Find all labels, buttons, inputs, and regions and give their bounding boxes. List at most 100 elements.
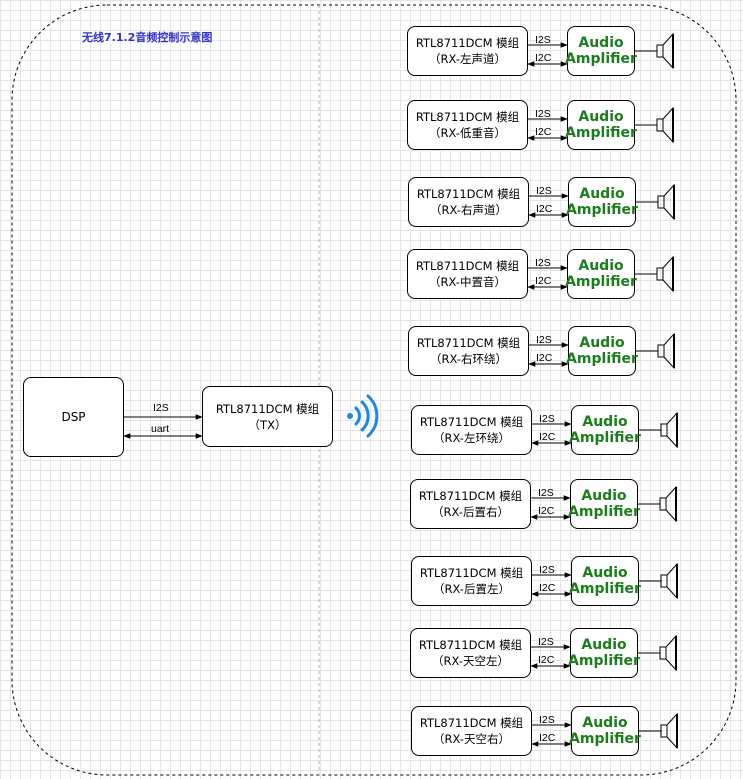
rx-channel-label: （RX-天空右） [433,732,510,746]
rx-module: RTL8711DCM 模组 （RX-左声道） [407,26,528,76]
rx-module-name: RTL8711DCM 模组 [418,638,523,652]
rx-channel-label: （RX-左声道） [429,52,506,66]
rx-channel-label: （RX-后置右） [432,505,509,519]
rx-i2c-label: I2C [535,52,552,64]
amplifier-label-line1: Audio [582,565,628,581]
rx-channel-label: （RX-后置左） [433,582,510,596]
rx-module-name: RTL8711DCM 模组 [419,716,524,730]
rx-i2s-label: I2S [535,108,551,120]
rx-module-name: RTL8711DCM 模组 [419,566,524,580]
amplifier-label-line1: Audio [581,637,627,653]
rx-i2s-label: I2S [538,487,554,499]
rx-module-name: RTL8711DCM 模组 [415,36,520,50]
wifi-signal-icon [347,394,379,438]
rx-i2s-label: I2S [535,34,551,46]
amplifier-label-line2: Amplifier [569,731,641,747]
dsp-block: DSP [23,377,124,457]
rx-i2c-label: I2C [539,732,556,744]
speaker-icon [635,255,674,293]
rx-i2s-label: I2S [538,636,554,648]
rx-i2c-label: I2C [539,582,556,594]
speaker-icon [638,634,677,672]
amplifier-label-line2: Amplifier [568,504,640,520]
rx-module-name: RTL8711DCM 模组 [419,415,524,429]
rx-module-name: RTL8711DCM 模组 [415,110,520,124]
amplifier-label-line2: Amplifier [565,125,637,141]
speaker-icon [636,183,675,221]
speaker-icon [638,485,677,523]
amplifier-label-line1: Audio [582,414,628,430]
rx-module: RTL8711DCM 模组 （RX-中置音） [407,249,528,299]
amplifier-label-line2: Amplifier [569,430,641,446]
dsp-i2s-label: I2S [153,402,169,414]
rx-i2s-label: I2S [539,564,555,576]
rx-module: RTL8711DCM 模组（RX-右环绕） [408,326,529,376]
speaker-icon [636,332,675,370]
amplifier-label-line2: Amplifier [565,274,637,290]
dsp-uart-label: uart [151,423,170,435]
rx-module-name: RTL8711DCM 模组 [416,187,521,201]
rx-module-name: RTL8711DCM 模组 [416,336,521,350]
rx-channel-label: （RX-右声道） [430,203,507,217]
speaker-icon [635,32,674,70]
rx-module: RTL8711DCM 模组 （RX-低重音） [407,100,528,150]
rx-i2s-label: I2S [536,334,552,346]
rx-module: RTL8711DCM 模组 （RX-天空右） [411,706,532,756]
rx-module: RTL8711DCM 模组 （RX-天空左） [410,628,531,678]
rx-module: RTL8711DCM 模组 （RX-后置左） [411,556,532,606]
rx-i2c-label: I2C [539,431,556,443]
rx-i2s-label: I2S [539,714,555,726]
rx-module: RTL8711DCM 模组 （RX-左环绕） [411,405,532,455]
rx-i2c-label: I2C [536,203,553,215]
amplifier-label-line1: Audio [581,488,627,504]
tx-module-role: （TX） [248,417,287,432]
amplifier-label-line2: Amplifier [568,653,640,669]
rx-module: RTL8711DCM 模组 （RX-后置右） [410,479,531,529]
rx-module: RTL8711DCM 模组 （RX-右声道） [408,177,529,227]
amplifier-label-line2: Amplifier [566,202,638,218]
speaker-icon [639,712,678,750]
tx-module: RTL8711DCM 模组 （TX） [202,386,333,447]
outer-dashed-boundary [11,4,737,776]
amplifier-label-line1: Audio [578,109,624,125]
dsp-label: DSP [61,410,86,424]
rx-channel-label: （RX-低重音） [429,126,506,140]
amplifier-label-line2: Amplifier [566,351,638,367]
rx-i2s-label: I2S [536,185,552,197]
tx-module-name: RTL8711DCM 模组 [215,401,320,416]
rx-i2c-label: I2C [535,126,552,138]
amplifier-label-line1: Audio [579,186,625,202]
rx-module-name: RTL8711DCM 模组 [418,489,523,503]
speaker-icon [639,411,678,449]
amplifier-label-line1: Audio [578,258,624,274]
rx-i2c-label: I2C [536,352,553,364]
rx-i2c-label: I2C [538,654,555,666]
amplifier-label-line1: Audio [582,715,628,731]
rx-module-name: RTL8711DCM 模组 [415,259,520,273]
diagram-title: 无线7.1.2音频控制示意图 [82,31,213,44]
rx-channel-label: （RX-中置音） [429,275,506,289]
amplifier-label-line2: Amplifier [569,581,641,597]
rx-i2s-label: I2S [535,257,551,269]
rx-channel-label: （RX-左环绕） [433,431,510,445]
amplifier-label-line1: Audio [578,35,624,51]
amplifier-label-line1: Audio [579,335,625,351]
speaker-icon [635,106,674,144]
rx-i2s-label: I2S [539,413,555,425]
rx-i2c-label: I2C [535,275,552,287]
rx-i2c-label: I2C [538,505,555,517]
rx-channel-label: （RX-天空左） [432,654,509,668]
speaker-icon [639,562,678,600]
amplifier-label-line2: Amplifier [565,51,637,67]
